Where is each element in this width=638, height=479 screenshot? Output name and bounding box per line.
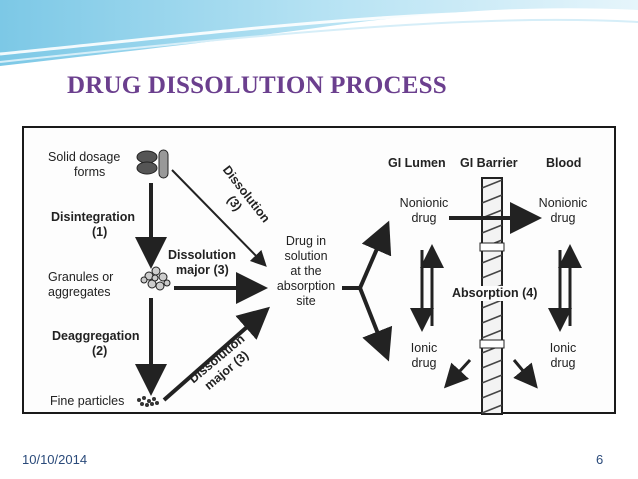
- drug-solution-line4: absorption: [276, 279, 336, 293]
- granules-label-line2: aggregates: [48, 285, 111, 299]
- drug-in-solution-label: Drug in solution at the absorption site: [272, 234, 340, 309]
- nonionic-blood-label: Nonionic drug: [532, 196, 594, 226]
- nonionic-lumen-line1: Nonionic: [399, 196, 449, 210]
- slide-page-number: 6: [596, 452, 604, 467]
- slide-title: DRUG DISSOLUTION PROCESS: [67, 72, 447, 99]
- drug-solution-line2: solution: [284, 249, 328, 263]
- disintegration-label: Disintegration: [51, 210, 136, 224]
- dissolution-major-step: major (3): [176, 263, 229, 277]
- dissolution-major-label: Dissolution: [168, 248, 237, 262]
- ionic-lumen-label: Ionic drug: [400, 341, 448, 371]
- nonionic-blood-line1: Nonionic: [538, 196, 588, 210]
- ionic-blood-line2: drug: [550, 356, 576, 370]
- nonionic-lumen-label: Nonionic drug: [394, 196, 454, 226]
- ionic-blood-line1: Ionic: [549, 341, 577, 355]
- ionic-lumen-line1: Ionic: [410, 341, 438, 355]
- blood-header: Blood: [546, 156, 582, 170]
- drug-solution-line1: Drug in: [285, 234, 327, 248]
- granules-icon: [140, 266, 171, 291]
- drug-solution-line5: site: [296, 294, 316, 308]
- drug-solution-line3: at the: [290, 264, 322, 278]
- solid-dosage-label-line2: forms: [74, 165, 106, 179]
- gi-barrier-header: GI Barrier: [460, 156, 518, 170]
- fine-particles-label: Fine particles: [50, 394, 125, 408]
- slide-date: 10/10/2014: [22, 452, 88, 467]
- gi-lumen-header: GI Lumen: [388, 156, 446, 170]
- deaggregation-label: Deaggregation: [52, 329, 140, 343]
- nonionic-lumen-line2: drug: [411, 211, 437, 225]
- solid-dosage-label: Solid dosage: [48, 150, 121, 164]
- dissolution-diagram: Solid dosage forms Disintegration (1) Gr…: [22, 126, 616, 415]
- fine-particles-icon: [137, 396, 159, 407]
- disintegration-step-number: (1): [92, 225, 108, 239]
- ionic-lumen-line2: drug: [411, 356, 437, 370]
- ionic-blood-label: Ionic drug: [539, 341, 587, 371]
- granules-label: Granules or: [48, 270, 114, 284]
- header-wave-decoration: [0, 0, 638, 66]
- absorption-label: Absorption (4): [450, 286, 540, 301]
- tablet-capsule-icon: [136, 149, 169, 179]
- deaggregation-step-number: (2): [92, 344, 108, 358]
- nonionic-blood-line2: drug: [550, 211, 576, 225]
